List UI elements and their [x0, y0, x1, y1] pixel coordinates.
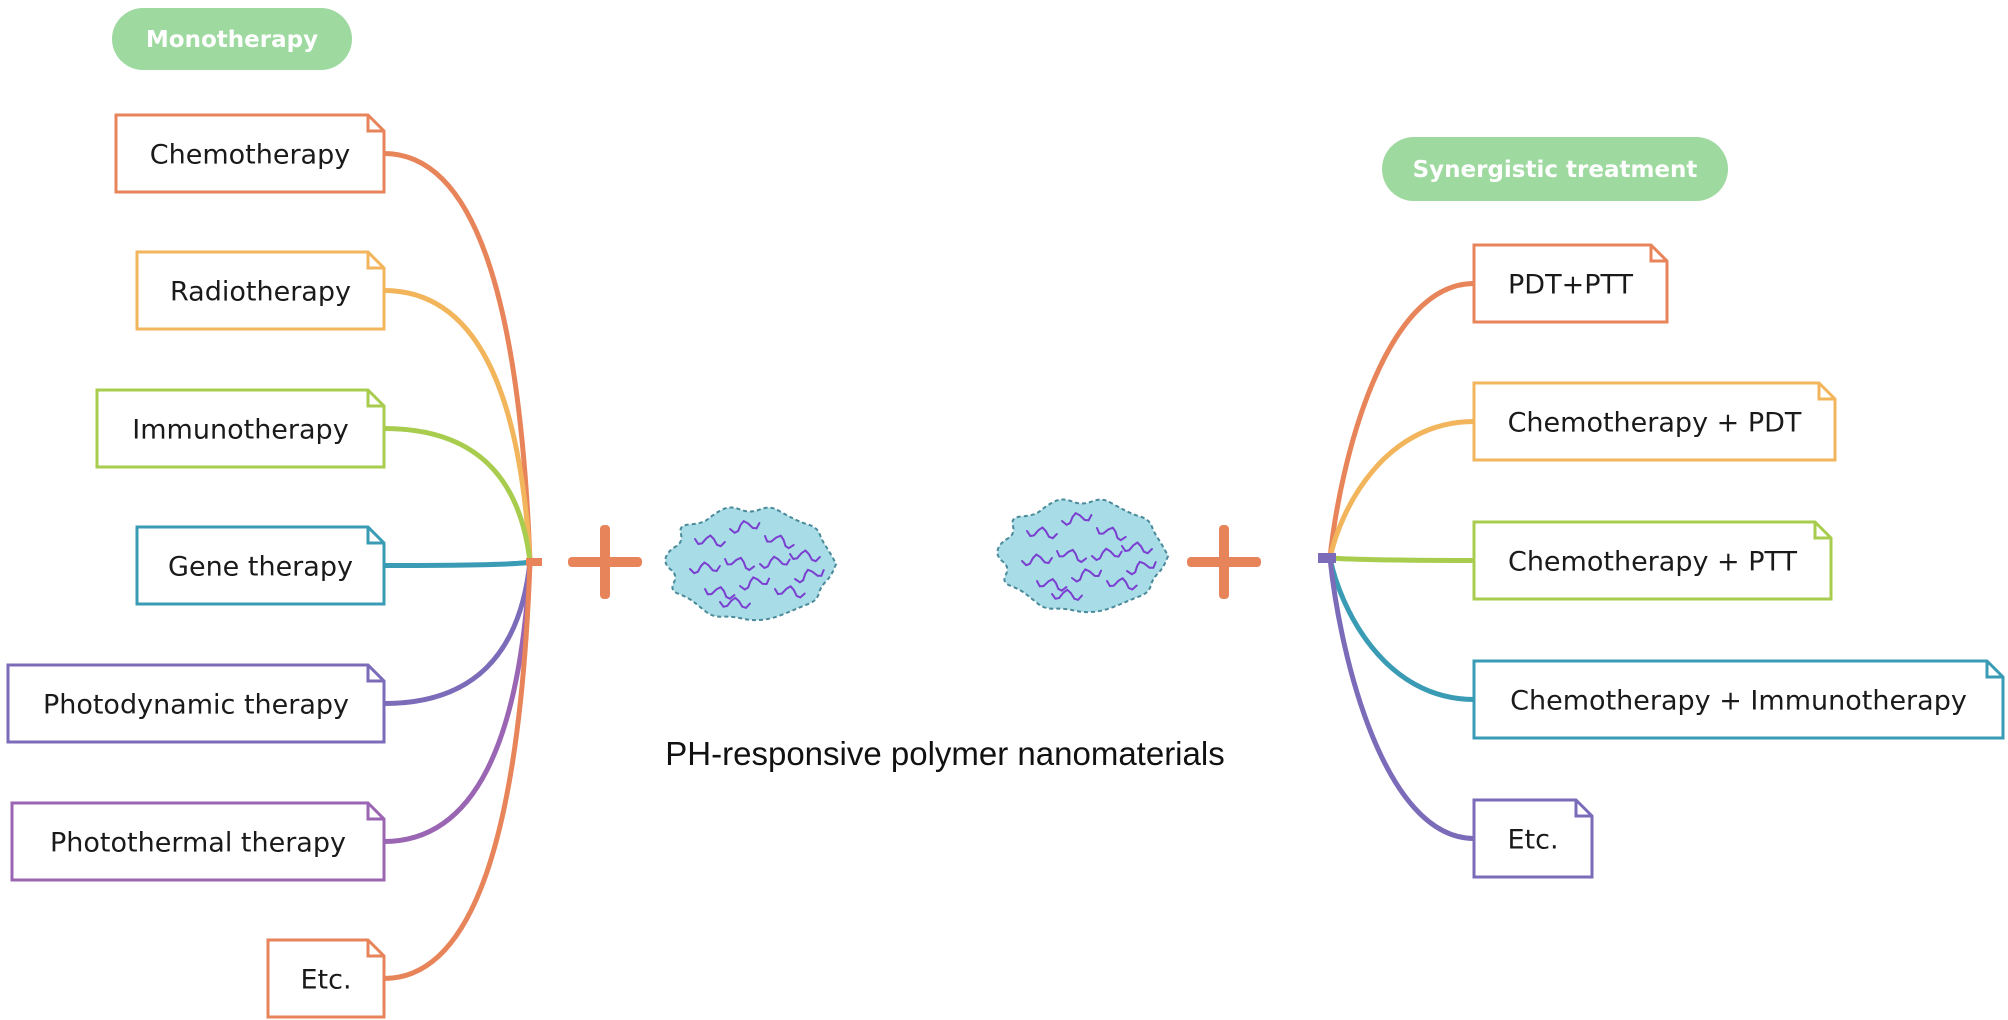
- polymer-chain: [689, 561, 721, 575]
- polymer-chain: [694, 534, 726, 548]
- right-box-label: Chemotherapy + Immunotherapy: [1510, 686, 1967, 717]
- right-box-label: Etc.: [1507, 825, 1558, 856]
- polymer-chain: [724, 556, 756, 572]
- left-box-immunotherapy: Immunotherapy: [95, 388, 386, 469]
- polymer-chain: [1126, 560, 1157, 576]
- left-box-radiotherapy: Radiotherapy: [135, 250, 386, 331]
- left-box-label: Photothermal therapy: [50, 828, 346, 859]
- monotherapy-heading: Monotherapy: [112, 8, 352, 70]
- left-box-label: Immunotherapy: [132, 415, 348, 446]
- right-connector-line: [1327, 281, 1477, 561]
- polymer-chain: [789, 549, 821, 563]
- left-box-photothermal-therapy: Photothermal therapy: [10, 801, 386, 882]
- polymer-chain: [1056, 548, 1088, 564]
- polymer-chain: [1036, 577, 1068, 592]
- left-box-chemotherapy: Chemotherapy: [114, 113, 386, 194]
- polymer-chain: [1021, 553, 1053, 567]
- polymer-chain: [774, 585, 806, 599]
- right-connector-line: [1327, 419, 1477, 561]
- polymer-chain: [764, 534, 795, 550]
- left-connector-line: [381, 559, 533, 981]
- plus-icon-right: [1187, 525, 1261, 599]
- right-treatment-list: PDT+PTT Chemotherapy + PDT Chemotherapy …: [1472, 243, 2005, 879]
- nanomaterial-caption: PH-responsive polymer nanomaterials: [665, 735, 1224, 772]
- right-connector-line: [1327, 555, 1477, 563]
- polymer-chain: [759, 555, 791, 570]
- polymer-chain: [719, 596, 751, 610]
- polymer-chain: [1071, 568, 1103, 583]
- nanoparticle-icon-right: [996, 498, 1170, 614]
- left-connector-line: [381, 426, 533, 565]
- left-box-label: Gene therapy: [168, 552, 353, 583]
- polymer-chain: [729, 519, 761, 534]
- synergistic-heading-label: Synergistic treatment: [1413, 157, 1698, 183]
- right-box-chemo-pdt: Chemotherapy + PDT: [1472, 381, 1837, 462]
- right-box-label: Chemotherapy + PDT: [1508, 408, 1802, 439]
- polymer-chain: [704, 585, 736, 600]
- right-connector-line: [1327, 555, 1477, 702]
- polymer-chain: [1061, 511, 1093, 526]
- right-hub: [1318, 553, 1336, 563]
- right-connectors: [1318, 281, 1477, 841]
- right-box-etc: Etc.: [1472, 798, 1594, 879]
- left-box-label: Chemotherapy: [150, 140, 350, 171]
- left-box-gene-therapy: Gene therapy: [135, 525, 386, 606]
- polymer-chain: [1091, 547, 1123, 562]
- plus-icon-left: [568, 525, 642, 599]
- right-connector-line: [1327, 555, 1477, 841]
- left-box-label: Etc.: [300, 965, 351, 996]
- left-therapy-list: Chemotherapy Radiotherapy Immunotherapy …: [6, 113, 386, 1019]
- left-connector-line: [381, 151, 533, 565]
- right-box-chemo-ptt: Chemotherapy + PTT: [1472, 520, 1833, 601]
- nanoparticle-body: [664, 506, 838, 622]
- nanoparticle-body: [996, 498, 1170, 614]
- left-box-etc: Etc.: [266, 938, 386, 1019]
- left-connectors: [381, 151, 542, 981]
- polymer-chain: [1121, 541, 1153, 555]
- left-box-label: Radiotherapy: [170, 277, 351, 308]
- polymer-chain: [1026, 526, 1058, 540]
- left-hub: [526, 558, 542, 566]
- polymer-chain: [1051, 588, 1083, 602]
- left-connector-line: [381, 559, 533, 706]
- left-connector-line: [381, 559, 533, 568]
- left-box-photodynamic-therapy: Photodynamic therapy: [6, 663, 386, 744]
- polymer-chain: [739, 576, 771, 591]
- left-box-label: Photodynamic therapy: [43, 690, 349, 721]
- right-box-label: PDT+PTT: [1508, 270, 1633, 301]
- monotherapy-heading-label: Monotherapy: [146, 27, 318, 53]
- nanoparticle-icon-left: [664, 506, 838, 622]
- right-box-label: Chemotherapy + PTT: [1508, 547, 1798, 578]
- polymer-chain: [794, 568, 825, 584]
- polymer-chain: [1096, 526, 1127, 542]
- right-box-chemo-immunotherapy: Chemotherapy + Immunotherapy: [1472, 659, 2005, 740]
- synergistic-heading: Synergistic treatment: [1382, 137, 1728, 201]
- right-box-pdt-ptt: PDT+PTT: [1472, 243, 1669, 324]
- polymer-chain: [1106, 577, 1138, 591]
- left-connector-line: [381, 288, 533, 565]
- left-connector-line: [381, 559, 533, 844]
